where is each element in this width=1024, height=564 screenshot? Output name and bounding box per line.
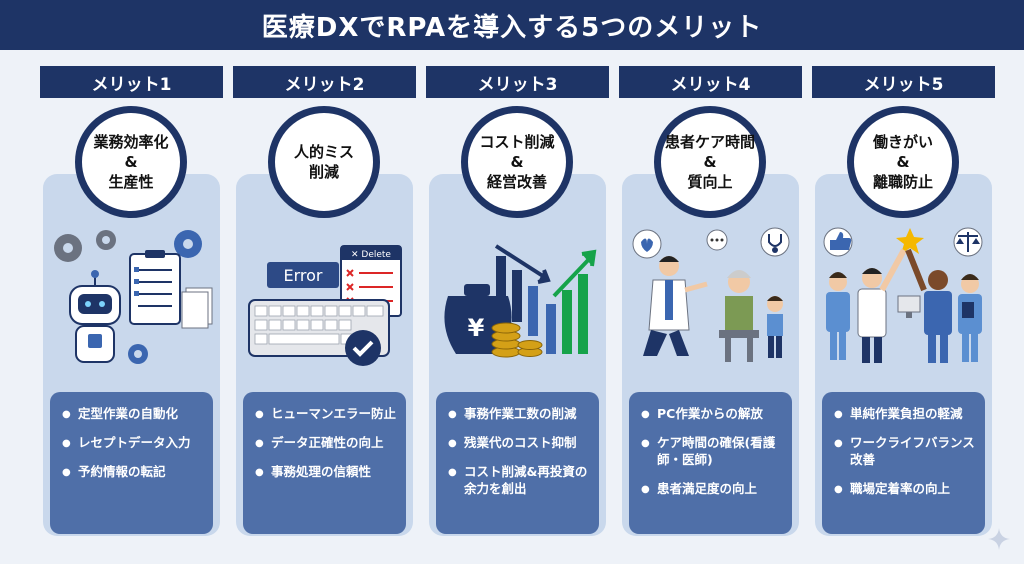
merit-list: 定型作業の自動化 レセプトデータ入力 予約情報の転記 — [50, 392, 213, 534]
merit-label: メリット5 — [812, 66, 995, 98]
up-arrow-icon — [552, 249, 597, 298]
error-popup-icon: Error — [267, 262, 339, 288]
sparkle-icon — [988, 528, 1010, 550]
merit-label: メリット2 — [233, 66, 416, 98]
robot-icon — [69, 270, 121, 363]
list-item: 残業代のコスト抑制 — [448, 435, 591, 452]
doctor-icon — [857, 268, 887, 363]
list-item: 患者満足度の向上 — [641, 481, 784, 498]
bar-chart-icon — [496, 256, 588, 354]
circle-line: 質向上 — [687, 173, 733, 192]
merit-label: メリット3 — [426, 66, 609, 98]
yen-sign: ¥ — [468, 314, 485, 342]
medical-team-illustration — [823, 227, 983, 363]
error-keyboard-illustration: ✕ Delete Error — [248, 245, 402, 366]
nurse-icon-left — [826, 272, 850, 360]
gear-icon — [96, 230, 116, 250]
circle-line: & — [510, 152, 524, 171]
list-item: 事務処理の信頼性 — [255, 464, 398, 481]
circle-line: 患者ケア時間 — [664, 132, 755, 151]
monitor-icon — [897, 295, 921, 318]
list-item: ケア時間の確保(看護師・医師) — [641, 435, 784, 469]
thumbs-up-icon — [823, 227, 853, 257]
merit-column-3: メリット3 コスト削減 & 経営改善 ¥ 事務作業工数の削減 残業代のコス — [426, 66, 609, 544]
list-item: 職場定着率の向上 — [834, 481, 977, 498]
circle-line: 生産性 — [108, 173, 154, 192]
error-label: Error — [284, 266, 323, 285]
merit-list: ヒューマンエラー防止 データ正確性の向上 事務処理の信頼性 — [243, 392, 406, 534]
merit-circle: 業務効率化 & 生産性 — [75, 106, 187, 218]
merit-circle: 人的ミス 削減 — [268, 106, 380, 218]
list-item: 事務作業工数の削減 — [448, 406, 591, 423]
circle-line: 離職防止 — [872, 173, 933, 192]
merit-column-5: メリット5 働きがい & 離職防止 単純作業負担の軽減 ワークライフバランス改善… — [812, 66, 995, 544]
list-item: 予約情報の転記 — [62, 464, 205, 481]
list-item: 定型作業の自動化 — [62, 406, 205, 423]
merit-circle: コスト削減 & 経営改善 — [461, 106, 573, 218]
gear-icon — [174, 230, 202, 258]
robot-automation-illustration — [54, 230, 213, 364]
doctor-patient-illustration — [632, 227, 790, 362]
down-arrow-icon — [494, 244, 551, 284]
merit-label: メリット1 — [40, 66, 223, 98]
elderly-patient-icon — [719, 270, 759, 362]
high-five-icon — [879, 248, 927, 292]
child-icon — [767, 296, 783, 358]
circle-line: 業務効率化 — [93, 132, 169, 151]
scales-icon — [953, 227, 983, 257]
nurse-icon-right — [924, 270, 952, 363]
circle-line: 削減 — [308, 163, 339, 181]
list-item: ワークライフバランス改善 — [834, 435, 977, 469]
clipboard-icon — [129, 250, 181, 325]
documents-icon — [181, 287, 213, 329]
speech-dots-icon — [706, 229, 728, 251]
list-item: コスト削減&再投資の余力を創出 — [448, 464, 591, 498]
coin-stack-icon — [491, 322, 543, 358]
list-item: 単純作業負担の軽減 — [834, 406, 977, 423]
merit-column-4: メリット4 患者ケア時間 & 質向上 PC作業 — [619, 66, 802, 544]
circle-line: コスト削減 — [479, 132, 555, 151]
circle-line: 経営改善 — [486, 173, 547, 192]
cost-chart-illustration: ¥ — [444, 244, 597, 358]
circle-line: 人的ミス — [293, 142, 354, 161]
circle-line: & — [703, 152, 717, 171]
merit-column-1: メリット1 業務効率化 & 生産性 定型作業の自動化 レセプトデータ入力 — [40, 66, 223, 544]
merit-label: メリット4 — [619, 66, 802, 98]
merit-list: PC作業からの解放 ケア時間の確保(看護師・医師) 患者満足度の向上 — [629, 392, 792, 534]
merit-circle: 働きがい & 離職防止 — [847, 106, 959, 218]
gear-icon — [54, 234, 82, 262]
gear-icon — [128, 344, 148, 364]
merit-column-2: メリット2 人的ミス 削減 ✕ Delete Error ヒューマ — [233, 66, 416, 544]
nurse-icon-clipboard — [958, 274, 982, 362]
circle-line: & — [124, 152, 138, 171]
merit-circle: 患者ケア時間 & 質向上 — [654, 106, 766, 218]
circle-line: 働きがい — [872, 132, 933, 151]
merit-list: 事務作業工数の削減 残業代のコスト抑制 コスト削減&再投資の余力を創出 — [436, 392, 599, 534]
doctor-icon — [643, 256, 708, 356]
list-item: ヒューマンエラー防止 — [255, 406, 398, 423]
page-title: 医療DXでRPAを導入する5つのメリット — [0, 0, 1024, 50]
stethoscope-icon — [760, 227, 790, 257]
merit-list: 単純作業負担の軽減 ワークライフバランス改善 職場定着率の向上 — [822, 392, 985, 534]
circle-line: & — [896, 152, 910, 171]
list-item: データ正確性の向上 — [255, 435, 398, 452]
heart-hands-icon — [632, 229, 662, 259]
delete-label: ✕ Delete — [351, 250, 391, 260]
list-item: レセプトデータ入力 — [62, 435, 205, 452]
star-icon — [896, 228, 924, 254]
list-item: PC作業からの解放 — [641, 406, 784, 423]
check-circle-icon — [345, 330, 381, 366]
